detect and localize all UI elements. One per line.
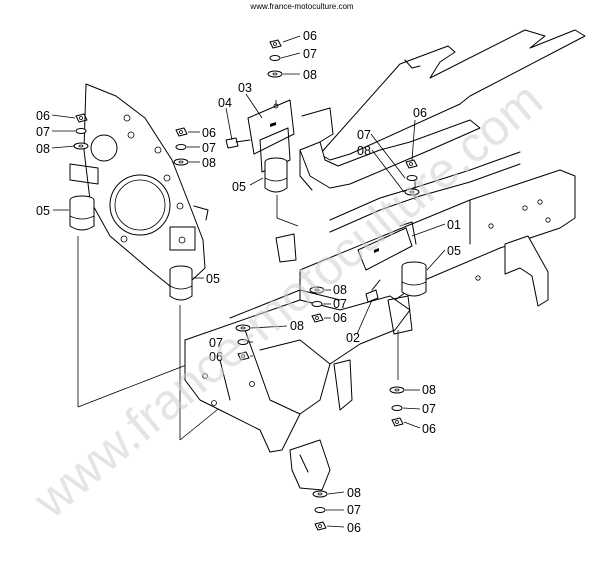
label-left-08: 08 bbox=[36, 142, 50, 156]
label-02: 02 bbox=[346, 331, 360, 345]
label-lower-07: 07 bbox=[209, 336, 223, 350]
label-top-07: 07 bbox=[303, 47, 317, 61]
label-mid-06: 06 bbox=[202, 126, 216, 140]
callout-labels: 06 07 08 06 07 08 06 07 08 03 04 05 05 0… bbox=[36, 29, 461, 535]
hardware-lower-left bbox=[235, 324, 251, 361]
label-top-06: 06 bbox=[303, 29, 317, 43]
bolt-04 bbox=[225, 137, 251, 149]
label-right-06: 06 bbox=[413, 106, 427, 120]
label-mid-05: 05 bbox=[232, 180, 246, 194]
label-left-07: 07 bbox=[36, 125, 50, 139]
rubber-mount-right bbox=[401, 261, 427, 297]
label-mid-08: 08 bbox=[202, 156, 216, 170]
rubber-mount-plate bbox=[169, 265, 193, 301]
label-bottom-07: 07 bbox=[347, 503, 361, 517]
label-center-08: 08 bbox=[333, 283, 347, 297]
label-plate-05: 05 bbox=[206, 272, 220, 286]
label-lower-08: 08 bbox=[290, 319, 304, 333]
engine-mount-plate bbox=[69, 83, 209, 287]
rubber-mount-mid bbox=[264, 157, 288, 193]
hardware-center bbox=[309, 286, 325, 323]
label-lower-06: 06 bbox=[209, 350, 223, 364]
label-center-06: 06 bbox=[333, 311, 347, 325]
chassis-frame bbox=[184, 29, 586, 491]
label-right-07: 07 bbox=[357, 128, 371, 142]
label-top-08: 08 bbox=[303, 68, 317, 82]
label-01: 01 bbox=[447, 218, 461, 232]
bolt-02 bbox=[365, 279, 381, 303]
rubber-mount-left bbox=[69, 195, 95, 231]
mount-bracket-01 bbox=[357, 221, 417, 271]
source-url: www.france-motoculture.com bbox=[249, 2, 353, 11]
label-bottom-08: 08 bbox=[347, 486, 361, 500]
label-03: 03 bbox=[238, 81, 252, 95]
label-right-08: 08 bbox=[357, 144, 371, 158]
label-rightlow-06: 06 bbox=[422, 422, 436, 436]
label-center-07: 07 bbox=[333, 297, 347, 311]
hardware-center-left bbox=[173, 127, 189, 166]
label-left-06: 06 bbox=[36, 109, 50, 123]
label-rightlow-08: 08 bbox=[422, 383, 436, 397]
label-04: 04 bbox=[218, 96, 232, 110]
mount-bracket-03 bbox=[247, 99, 295, 173]
hardware-top bbox=[267, 39, 283, 78]
hardware-bottom bbox=[312, 490, 328, 531]
label-rightlow-07: 07 bbox=[422, 402, 436, 416]
hardware-lower-right bbox=[389, 386, 405, 427]
label-bottom-06: 06 bbox=[347, 521, 361, 535]
hardware-right bbox=[404, 159, 420, 196]
label-right-05: 05 bbox=[447, 244, 461, 258]
label-mid-07: 07 bbox=[202, 141, 216, 155]
callout-leaders bbox=[51, 35, 446, 528]
label-left-05: 05 bbox=[36, 204, 50, 218]
